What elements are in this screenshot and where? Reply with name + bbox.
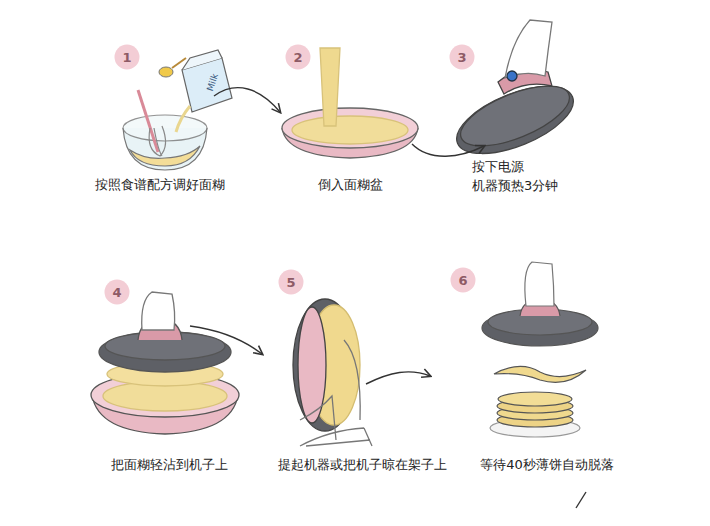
callout-number: 5	[278, 275, 304, 290]
step-number: 6	[450, 267, 476, 293]
callout-number: 6	[450, 273, 476, 288]
crepe-machine-lid	[448, 20, 582, 167]
flow-arrow	[190, 88, 586, 508]
callout-number: 3	[449, 50, 475, 65]
step-number: 4	[104, 279, 130, 305]
step-number: 5	[278, 269, 304, 295]
step-caption: 按下电源 机器预热3分钟	[472, 158, 576, 196]
step-number: 2	[285, 44, 311, 70]
step-caption: 等待40秒薄饼自动脱落	[462, 456, 632, 475]
step-caption: 把面糊轻沾到机子上	[84, 456, 254, 475]
step-caption: 倒入面糊盆	[300, 176, 400, 195]
finished-crepes	[482, 262, 598, 437]
step-caption: 提起机器或把机子晾在架子上	[262, 456, 462, 475]
callout-number: 4	[104, 285, 130, 300]
step-number: 3	[449, 44, 475, 70]
callout-number: 2	[285, 50, 311, 65]
measuring-spoon	[159, 58, 186, 77]
callout-number: 1	[114, 50, 140, 65]
machine-on-stand	[293, 299, 372, 446]
dipping-machine	[91, 292, 239, 434]
step-number: 1	[114, 44, 140, 70]
step-caption: 按照食谱配方调好面糊	[80, 176, 240, 195]
